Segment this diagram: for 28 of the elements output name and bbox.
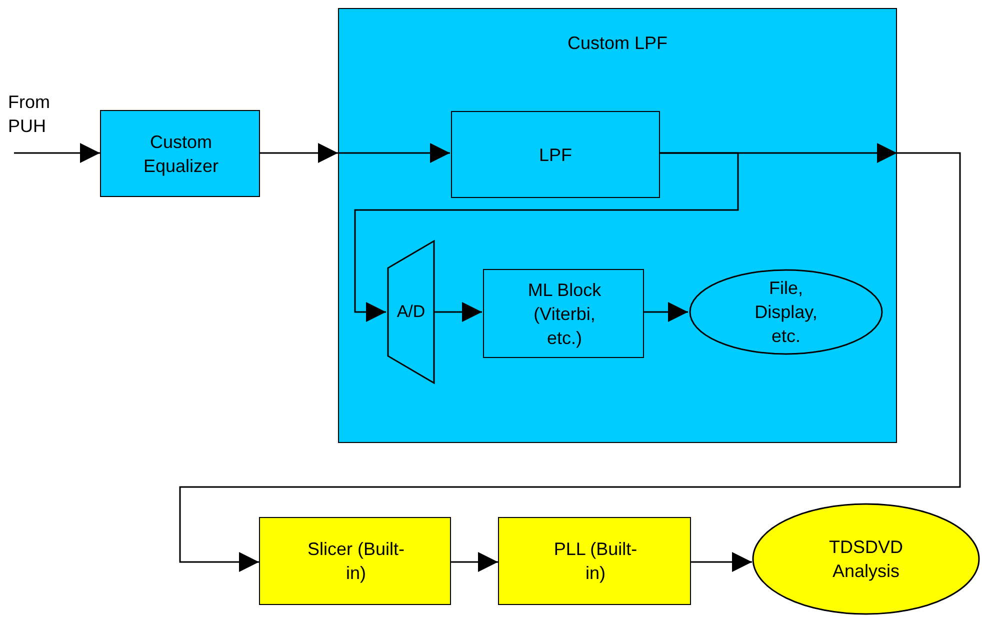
arrow: [691, 552, 752, 572]
arrow: [260, 143, 338, 163]
process-box: [483, 269, 644, 358]
node-label: File, Display, etc.: [754, 277, 818, 348]
node-label: Slicer (Built-in): [306, 538, 406, 585]
group-title: Custom LPF: [566, 32, 669, 55]
arrow: [643, 302, 688, 322]
node-label: A/D: [396, 301, 426, 323]
group-box: [338, 8, 897, 443]
process-box: [498, 517, 691, 605]
node-label: Custom Equalizer: [142, 130, 220, 178]
terminal-ellipse: [752, 503, 980, 615]
converter-trapezoid: [387, 240, 435, 384]
arrow: [354, 152, 739, 322]
arrow: [14, 143, 100, 163]
node-label: LPF: [538, 144, 573, 166]
arrow: [179, 152, 961, 572]
process-box: [259, 517, 451, 605]
process-box: [451, 111, 660, 198]
arrow: [451, 552, 498, 572]
node-label: TDSDVD Analysis: [828, 536, 904, 583]
process-box: [100, 110, 260, 197]
node-label: ML Block (Viterbi, etc.): [526, 278, 602, 350]
arrow: [434, 302, 482, 322]
node-label: From PUH: [8, 91, 51, 138]
arrow: [338, 143, 450, 163]
terminal-ellipse: [689, 269, 883, 355]
node-label: PLL (Built-in): [552, 538, 638, 585]
